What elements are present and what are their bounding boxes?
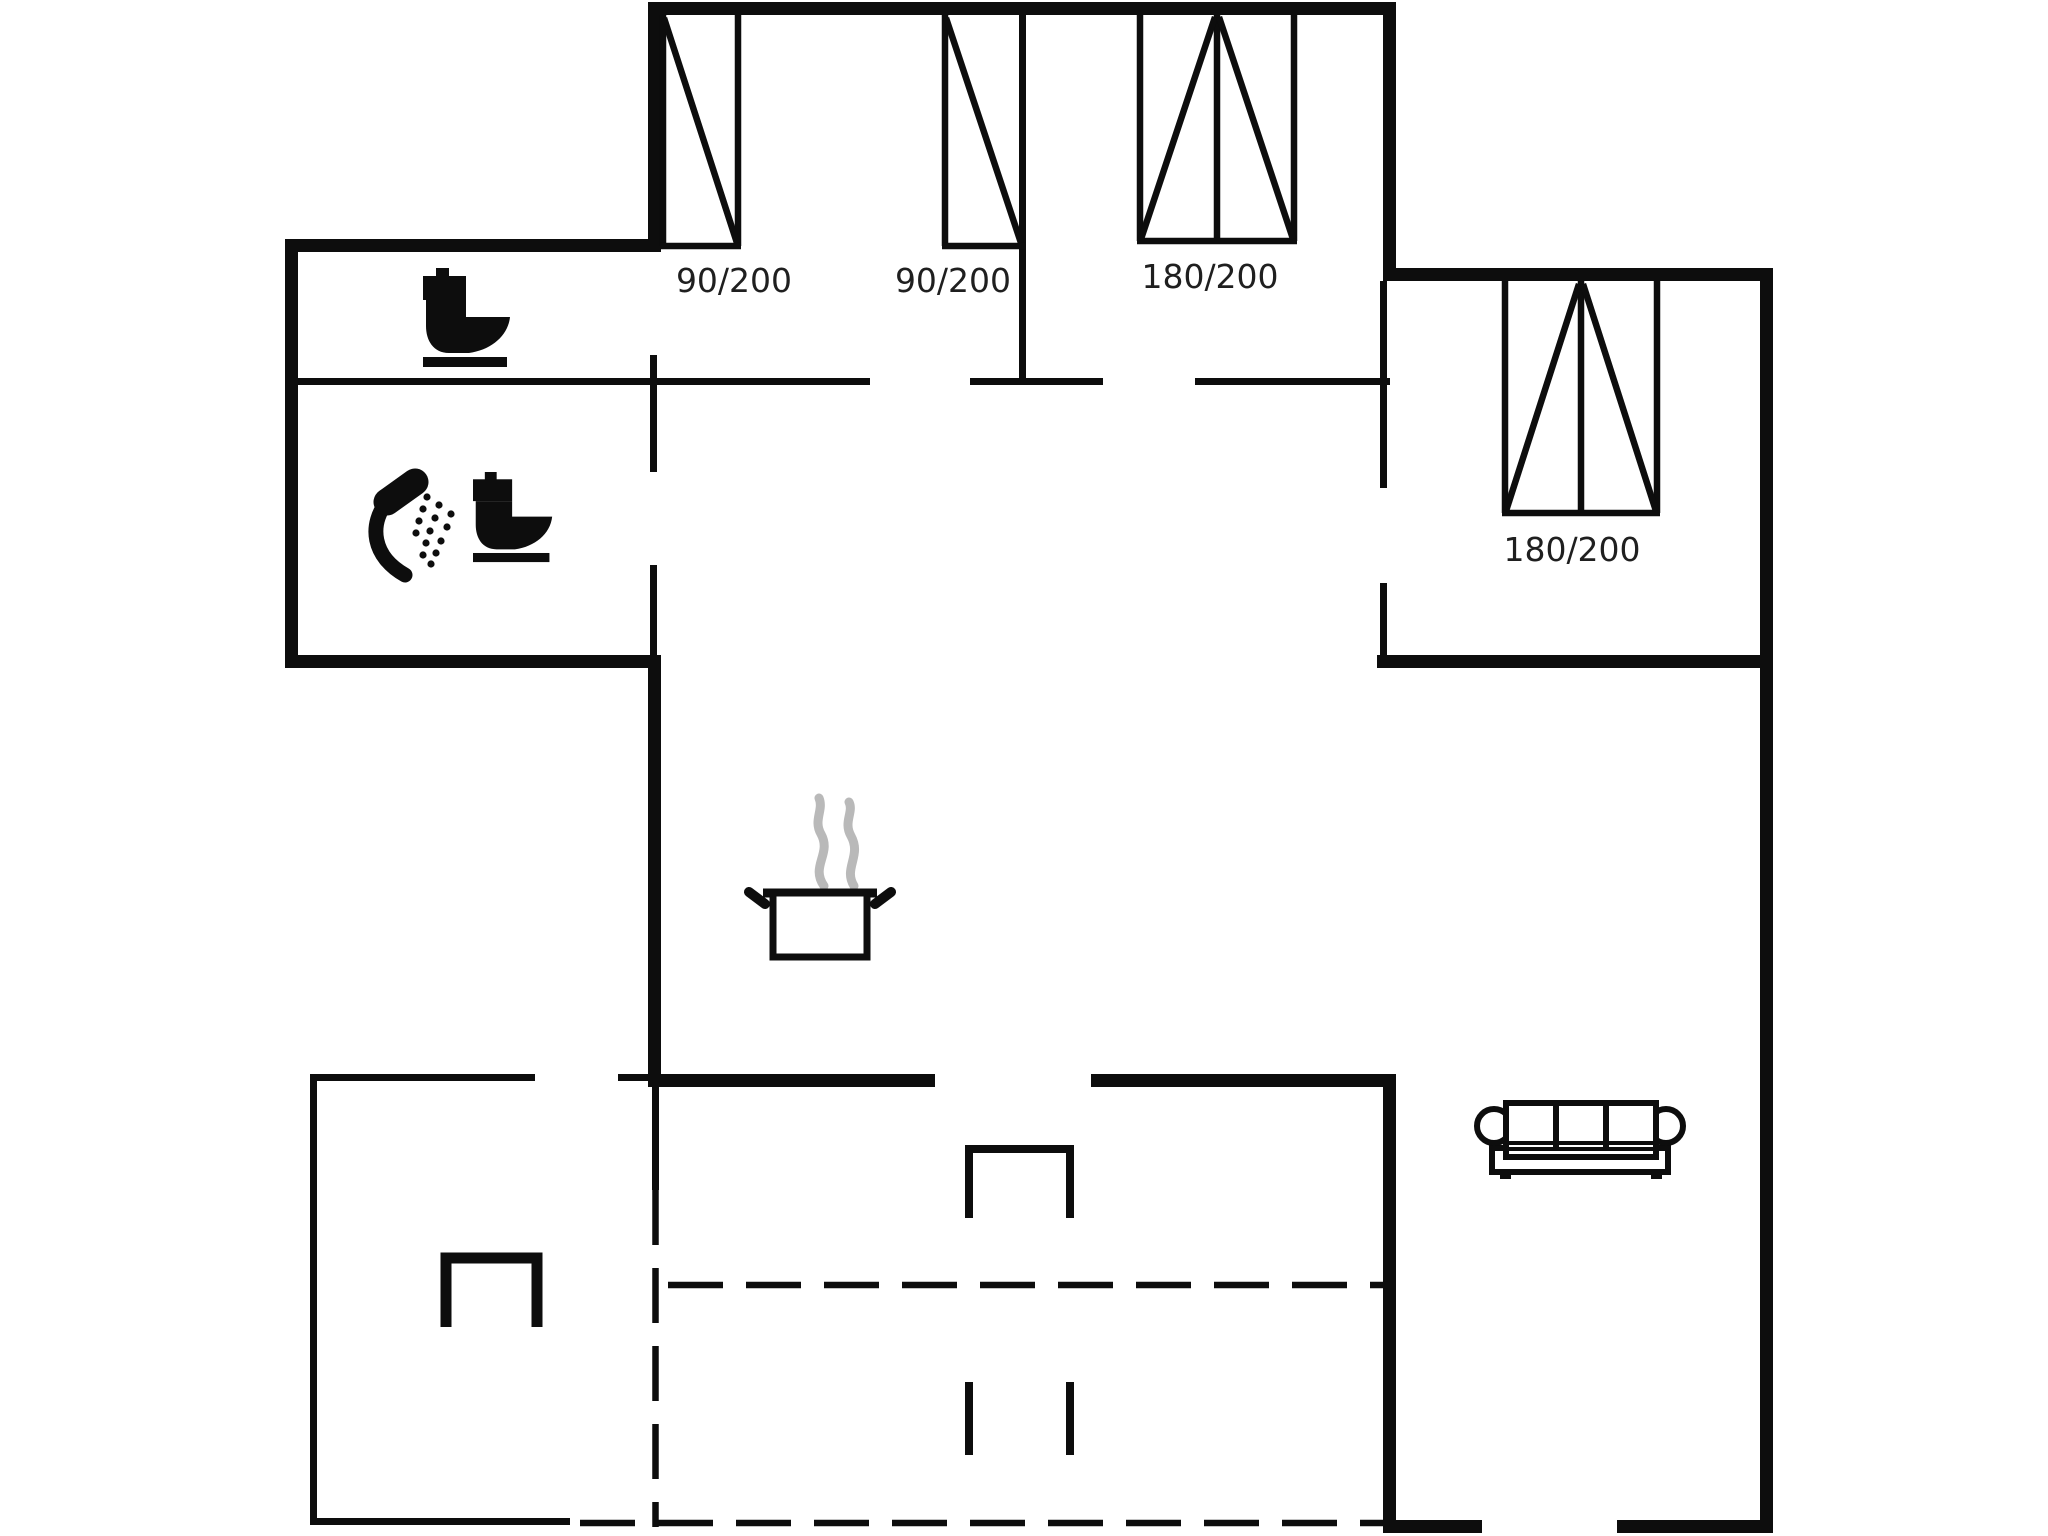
window-swing-line	[1137, 15, 1219, 241]
wall-corridor-a	[298, 378, 870, 385]
wall-top	[648, 2, 1396, 15]
wall-wing-top	[1383, 268, 1773, 281]
wall-living-top	[1091, 1074, 1396, 1087]
window-swing-line	[660, 16, 741, 245]
shower-spray	[412, 493, 455, 568]
toilet-icon	[423, 268, 510, 367]
wall-right	[1760, 268, 1773, 1533]
wall-annex-left	[310, 1074, 317, 1525]
wall-wing-bedroom-bottom	[1377, 655, 1773, 668]
wall-kitchen-left	[648, 655, 661, 1087]
wall-annex-bottom	[310, 1518, 570, 1525]
cooking-pot-icon	[744, 887, 896, 961]
dining-table-icon	[965, 1145, 1074, 1455]
wall-hall-upper	[650, 355, 657, 472]
window-swing-line	[942, 16, 1025, 245]
window-swing-line	[1215, 15, 1297, 241]
wall-annex-top-right	[618, 1074, 655, 1081]
chair-icon	[440, 1252, 543, 1327]
shower-icon	[368, 468, 455, 583]
wall-hall-lower	[650, 565, 657, 655]
window-size-labels: 90/200 90/200 180/200 180/200	[676, 257, 1641, 569]
window-size-label: 90/200	[676, 261, 792, 300]
wall-kitchen-divider	[655, 1074, 935, 1087]
wall-bottom-left-seg	[1383, 1520, 1482, 1533]
wall-toilet-top	[285, 239, 661, 252]
wall-annex-top	[310, 1074, 535, 1081]
wall-living-left	[1383, 1074, 1396, 1533]
dashed-boundaries	[580, 1190, 1388, 1527]
window-size-label: 180/200	[1503, 530, 1640, 569]
window-swing-line	[1502, 283, 1583, 512]
window-swing-line	[1579, 283, 1660, 512]
wall-top-section-left	[648, 2, 661, 252]
sofa-icon	[1474, 1100, 1686, 1179]
walls-thick	[285, 2, 1773, 1533]
wall-wing-left-lower	[1380, 583, 1387, 655]
wall-shower-bottom	[285, 655, 661, 668]
steam-icon	[813, 793, 860, 891]
wall-toilet-left	[285, 239, 298, 668]
window-90-200-left	[659, 15, 742, 250]
wall-top-section-right	[1383, 2, 1396, 281]
wall-bottom-right-seg	[1617, 1520, 1773, 1533]
wall-corridor-c	[1195, 378, 1390, 385]
window-size-label: 90/200	[895, 261, 1011, 300]
wall-dining-stub	[652, 1087, 659, 1190]
wall-bedroom-divider	[1019, 15, 1026, 382]
wall-wing-left-upper	[1380, 281, 1387, 488]
window-size-label: 180/200	[1141, 257, 1278, 296]
window-180-200-wing	[1501, 281, 1661, 517]
toilet-icon	[473, 472, 553, 563]
walls-thin	[298, 15, 1390, 1525]
window-90-200-mid	[941, 15, 1025, 250]
wall-corridor-b	[970, 378, 1103, 385]
window-180-200-top	[1136, 15, 1298, 245]
